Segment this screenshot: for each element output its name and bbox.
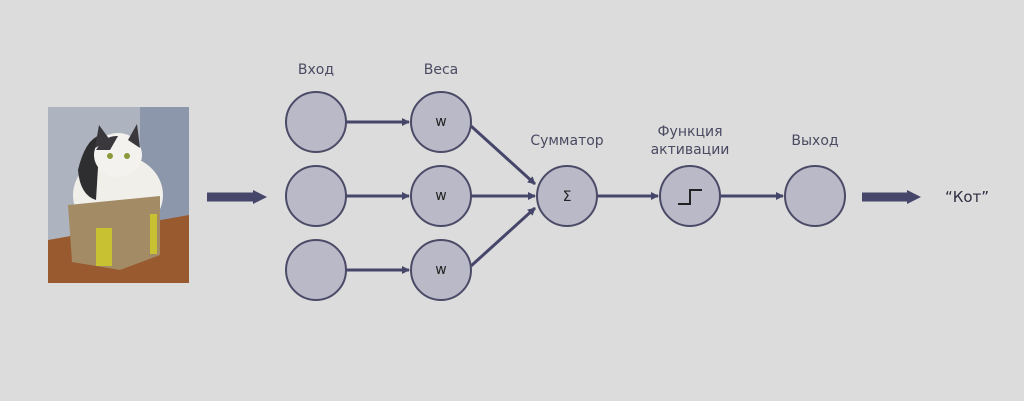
- activation-label-line2: активации: [651, 142, 730, 158]
- input-label: Вход: [298, 62, 334, 78]
- weight-summator-connection: [469, 206, 537, 268]
- weight-symbol: w: [435, 114, 446, 130]
- sigma-symbol: Σ: [563, 189, 572, 205]
- input-node: [285, 239, 347, 301]
- weight-summator-connection: [469, 124, 537, 186]
- result-text: “Кот”: [945, 188, 989, 206]
- cat-photo: [48, 107, 189, 283]
- output-label: Выход: [791, 133, 838, 149]
- weight-node: [410, 239, 472, 301]
- summator-label: Сумматор: [530, 133, 603, 149]
- activation-label-line1: Функция: [658, 124, 723, 140]
- weight-symbol: w: [435, 188, 446, 204]
- output-node: [784, 165, 846, 227]
- weight-symbol: w: [435, 262, 446, 278]
- weights-label: Веса: [424, 62, 459, 78]
- input-node: [285, 91, 347, 153]
- summator-node: [536, 165, 598, 227]
- step-function-icon: [678, 189, 702, 205]
- weight-node: [410, 91, 472, 153]
- weight-node: [410, 165, 472, 227]
- input-node: [285, 165, 347, 227]
